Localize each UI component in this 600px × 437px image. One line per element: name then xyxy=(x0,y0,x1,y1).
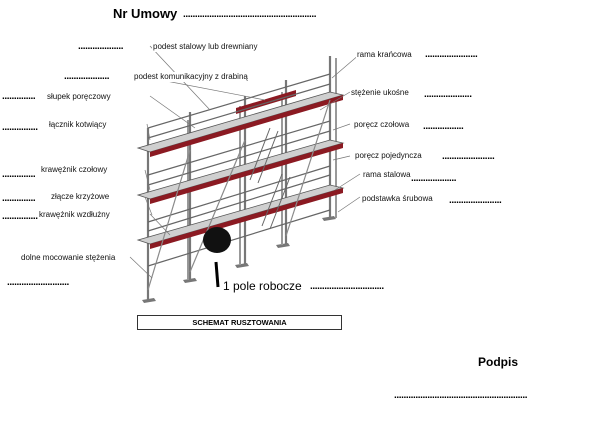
podpis-label: Podpis xyxy=(478,355,519,369)
rama-stalowa-label: rama stalowa xyxy=(362,170,412,180)
zlacze-label: złącze krzyżowe xyxy=(50,192,111,202)
pole-robocze-label: 1 pole robocze xyxy=(223,279,302,293)
rama-krancowa-dots[interactable]: ...................... xyxy=(425,49,478,60)
podest-stalowy-label: podest stalowy lub drewniany xyxy=(152,42,259,52)
schemat-caption: SCHEMAT RUSZTOWANIA xyxy=(137,315,342,330)
base-plate xyxy=(142,298,156,303)
dolne-mocowanie-dots[interactable]: .......................... xyxy=(7,277,69,288)
slupek-dots[interactable]: .............. xyxy=(2,91,36,102)
pole-robocze-dots[interactable]: ............................... xyxy=(310,281,384,292)
zlacze-dots[interactable]: .............. xyxy=(2,193,36,204)
header-title: Nr Umowy xyxy=(113,6,178,21)
header-dots[interactable]: ........................................… xyxy=(183,9,317,20)
krawęznik-wzdluzny-dots[interactable]: ............... xyxy=(2,211,38,222)
porecz-pojedyncza-label: poręcz pojedyncza xyxy=(354,151,423,161)
dolne-mocowanie-label: dolne mocowanie stężenia xyxy=(20,253,117,263)
podstawka-dots[interactable]: ...................... xyxy=(449,195,502,206)
rama-stalowa-dots[interactable]: ................... xyxy=(411,173,457,184)
krawęznik-czolowy-label: krawężnik czołowy xyxy=(40,165,109,175)
porecz-czolowa-dots[interactable]: ................. xyxy=(423,121,464,132)
porecz-czolowa-label: poręcz czołowa xyxy=(353,120,411,130)
lacznik-dots[interactable]: ............... xyxy=(2,122,38,133)
krawęznik-czolowy-dots[interactable]: .............. xyxy=(2,169,36,180)
stezenie-dots[interactable]: .................... xyxy=(424,89,472,100)
stezenie-label: stężenie ukośne xyxy=(350,88,410,98)
podpis-dots[interactable]: ........................................… xyxy=(394,390,528,401)
slupek-label: słupek poręczowy xyxy=(46,92,112,102)
porecz-pojedyncza-dots[interactable]: ...................... xyxy=(442,151,495,162)
podest-komunikacyjny-dots[interactable]: ................... xyxy=(64,71,110,82)
podest-komunikacyjny-label: podest komunikacyjny z drabiną xyxy=(133,72,249,82)
base-plate xyxy=(235,263,249,268)
krawęznik-wzdluzny-label: krawężnik wzdłużny xyxy=(38,210,111,220)
lacznik-label: łącznik kotwiący xyxy=(48,120,108,130)
podstawka-label: podstawka śrubowa xyxy=(361,194,434,204)
podest-stalowy-dots[interactable]: ................... xyxy=(78,41,124,52)
rama-krancowa-label: rama krańcowa xyxy=(356,50,413,60)
ink-blot xyxy=(203,227,231,253)
